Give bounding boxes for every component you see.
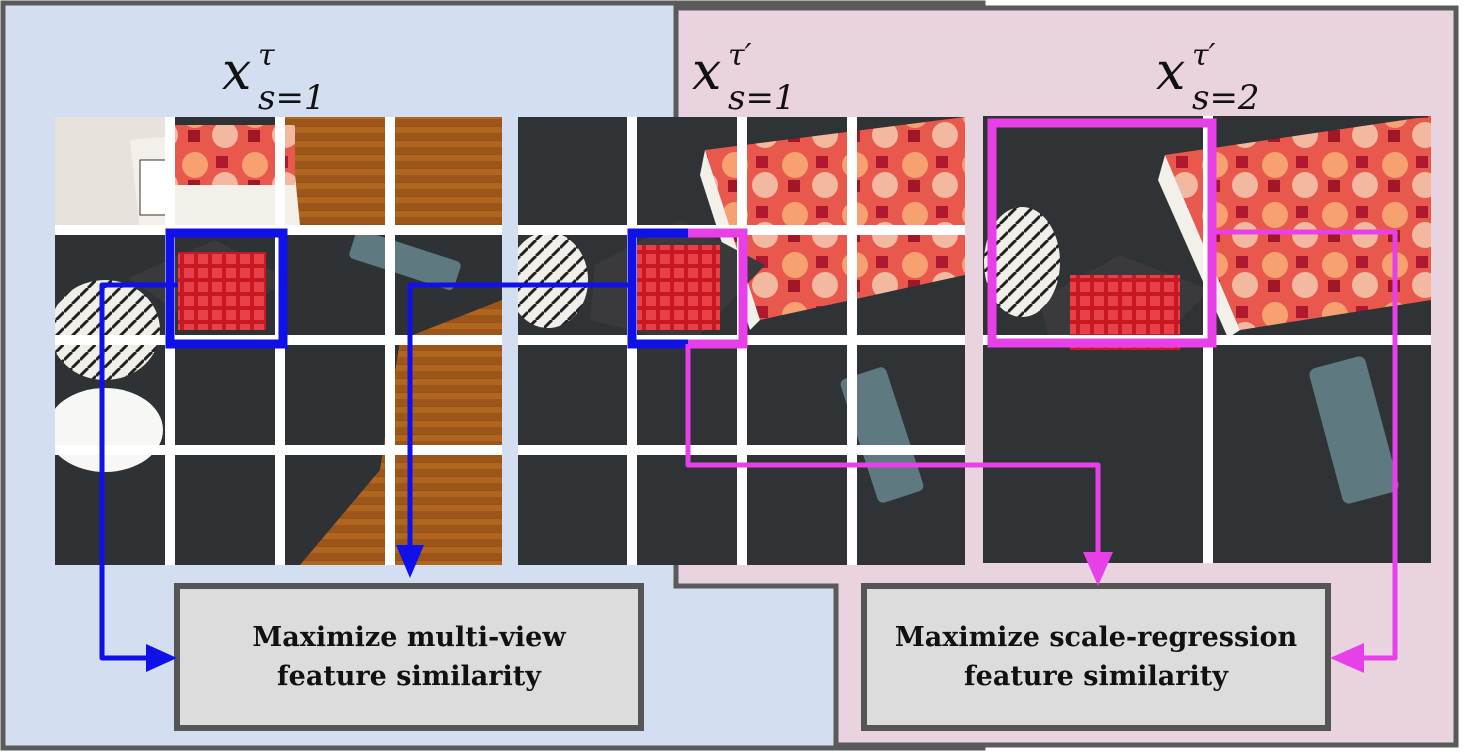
multi-view-arrowhead-left (146, 644, 177, 672)
scale-regression-arrows (685, 229, 1398, 661)
view-title-c: x τ′ s=2 (1156, 38, 1260, 118)
multi-view-arrowhead-down (396, 545, 424, 578)
view-image-a (55, 117, 502, 565)
view-title-a: x τ s=1 (222, 38, 326, 118)
view-title-b: x τ′ s=1 (692, 38, 796, 118)
scale-regression-objective-box (861, 583, 1331, 731)
view-image-b (518, 117, 965, 565)
scale-regression-objective-label: Maximize scale-regression feature simila… (894, 621, 1298, 692)
multi-view-objective-box (174, 583, 644, 731)
multi-view-objective-label: Maximize multi-view feature similarity (252, 621, 566, 692)
multi-view-arrows (99, 282, 632, 661)
view-image-c (983, 116, 1431, 563)
scale-regression-arrowhead-left (1330, 643, 1364, 673)
scale-regression-arrowhead-down (1083, 552, 1113, 586)
